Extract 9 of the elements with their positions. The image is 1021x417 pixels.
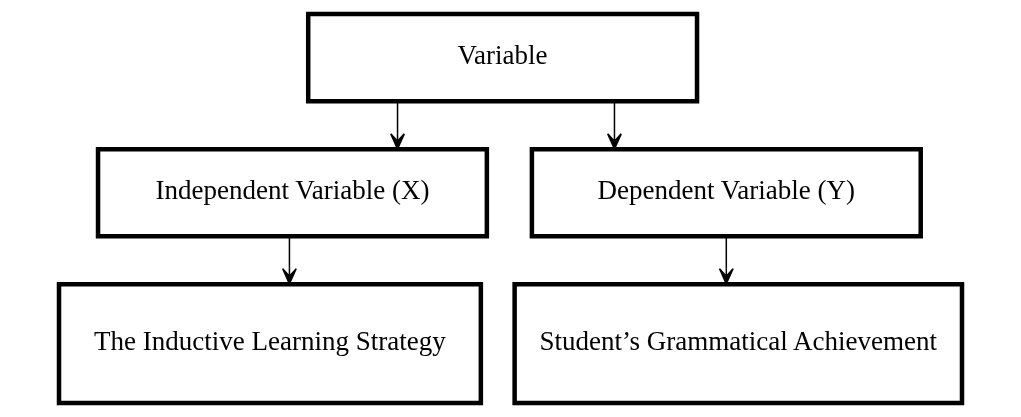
arrow bbox=[281, 235, 297, 285]
node-box: Independent Variable (X) bbox=[95, 146, 490, 239]
node-box: Dependent Variable (Y) bbox=[529, 146, 923, 239]
arrow bbox=[390, 101, 406, 150]
node-box: Variable bbox=[305, 11, 700, 104]
arrow bbox=[718, 235, 734, 285]
node-box: Student’s Grammatical Achievement bbox=[512, 282, 965, 406]
arrow bbox=[606, 101, 622, 150]
node-box: The Inductive Learning Strategy bbox=[56, 282, 484, 406]
